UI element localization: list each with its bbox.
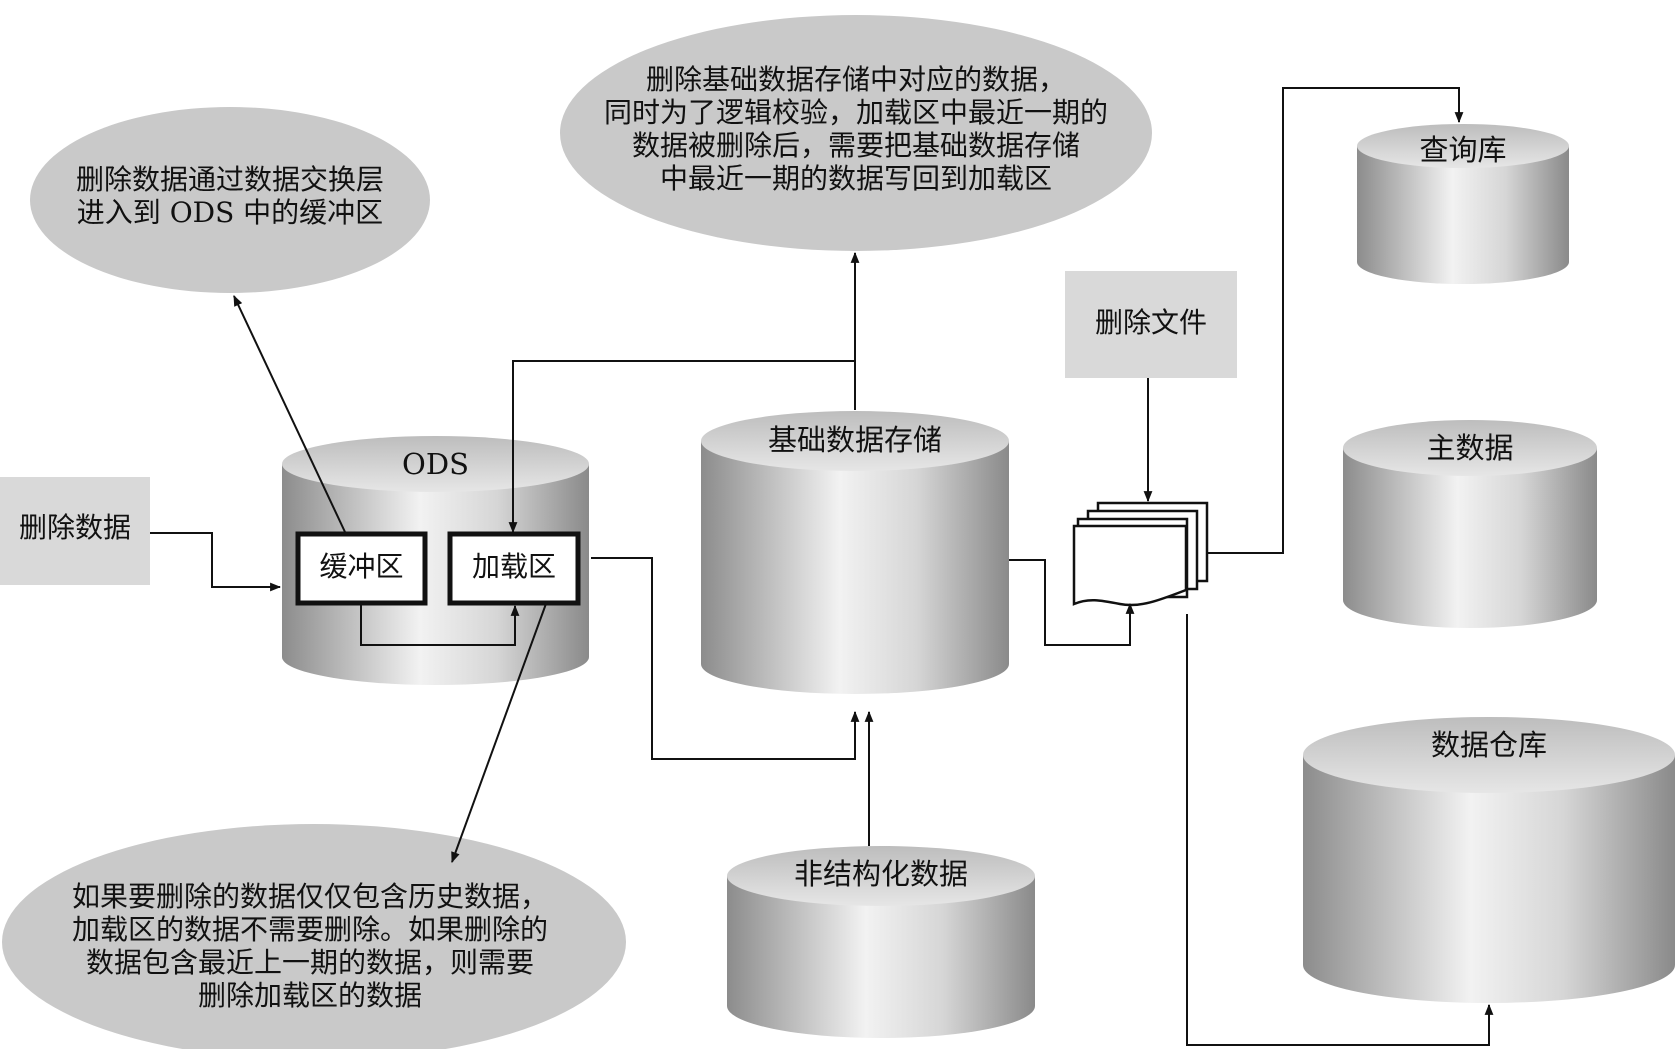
master-data-cylinder xyxy=(1343,420,1597,628)
buffer-note-line-1: 删除数据通过数据交换层 xyxy=(75,163,384,196)
document-stack-icon xyxy=(1072,501,1209,607)
buffer-note-text: 删除数据通过数据交换层 进入到 ODS 中的缓冲区 xyxy=(40,163,420,229)
arrow-base-store-to-load xyxy=(508,360,855,534)
base-store-note-ellipse xyxy=(560,15,1152,251)
data-warehouse-title: 数据仓库 xyxy=(1430,728,1547,762)
arrow-base-store-to-files xyxy=(1009,559,1135,646)
delete-data-label: 删除数据 xyxy=(18,511,131,544)
load-area-note-line-1: 如果要删除的数据仅仅包含历史数据， xyxy=(71,880,548,913)
master-data-title: 主数据 xyxy=(1426,431,1514,465)
ods-title: ODS xyxy=(402,447,469,481)
base-store-title: 基础数据存储 xyxy=(767,423,942,457)
load-area-note-line-4: 删除加载区的数据 xyxy=(197,979,422,1013)
arrow-load-to-note xyxy=(451,600,548,864)
load-area-note-ellipse xyxy=(2,824,626,1049)
load-area-box xyxy=(447,531,581,606)
arrow-buffer-to-load xyxy=(360,603,520,646)
buffer-area-label: 缓冲区 xyxy=(319,550,404,583)
buffer-note-ellipse xyxy=(30,107,430,293)
delete-data-box xyxy=(0,477,150,585)
base-store-note-line-3: 数据被删除后，需要把基础数据存储 xyxy=(631,129,1080,163)
buffer-note-line-2: 进入到 ODS 中的缓冲区 xyxy=(76,196,384,230)
arrow-files-to-warehouse xyxy=(1186,614,1494,1046)
delete-file-box xyxy=(1065,271,1237,378)
load-area-note-text: 如果要删除的数据仅仅包含历史数据， 加载区的数据不需要删除。如果删除的 数据包含… xyxy=(20,880,600,1012)
query-db-cylinder xyxy=(1357,124,1569,284)
arrow-delete-data-to-buffer xyxy=(150,532,282,592)
unstructured-title: 非结构化数据 xyxy=(793,857,968,891)
arrow-files-to-query-db xyxy=(1207,87,1464,554)
base-store-cylinder xyxy=(701,411,1009,694)
delete-file-label: 删除文件 xyxy=(1094,306,1207,339)
base-store-note-line-2: 同时为了逻辑校验，加载区中最近一期的 xyxy=(603,96,1108,130)
unstructured-cylinder xyxy=(727,846,1035,1038)
data-warehouse-cylinder xyxy=(1303,717,1675,1003)
load-area-label: 加载区 xyxy=(471,550,556,583)
base-store-note-text: 删除基础数据存储中对应的数据， 同时为了逻辑校验，加载区中最近一期的 数据被删除… xyxy=(566,63,1146,195)
arrow-buffer-to-note xyxy=(233,295,346,533)
arrow-load-to-base-store xyxy=(591,557,860,760)
query-db-title: 查询库 xyxy=(1419,133,1507,167)
base-store-note-line-1: 删除基础数据存储中对应的数据， xyxy=(645,63,1066,96)
load-area-note-line-2: 加载区的数据不需要删除。如果删除的 xyxy=(71,913,548,947)
load-area-note-line-3: 数据包含最近上一期的数据，则需要 xyxy=(85,946,534,980)
base-store-note-line-4: 中最近一期的数据写回到加载区 xyxy=(659,162,1052,196)
